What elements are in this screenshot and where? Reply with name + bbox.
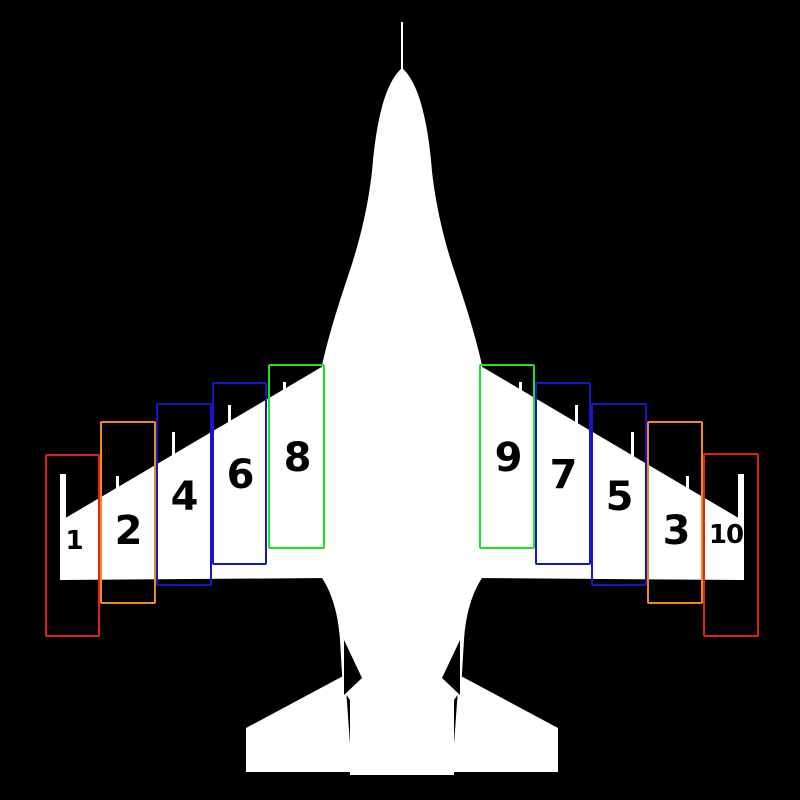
station-3-box[interactable] [647, 421, 703, 604]
fuselage [322, 68, 482, 775]
right-stabilizer [452, 675, 558, 772]
station-1-box[interactable] [45, 454, 100, 637]
right-intake-notch [442, 640, 460, 695]
station-10-box[interactable] [703, 453, 759, 637]
right-wing [474, 365, 744, 580]
station-4-label: 4 [170, 474, 199, 520]
right-wingtip-rail [738, 474, 744, 580]
left-intake-notch [344, 640, 362, 695]
station-7-label: 7 [549, 452, 578, 498]
station-1-label: 1 [65, 526, 83, 556]
left-wing [60, 365, 330, 580]
station-7-box[interactable] [535, 382, 591, 565]
station-8-label: 8 [283, 435, 312, 481]
station-10-label: 10 [708, 520, 744, 550]
station-5-box[interactable] [591, 403, 647, 586]
station-2-box[interactable] [100, 421, 156, 604]
station-9-label: 9 [494, 435, 523, 481]
station-6-box[interactable] [212, 382, 267, 565]
station-2-label: 2 [114, 508, 143, 554]
station-3-label: 3 [662, 508, 691, 554]
station-6-label: 6 [226, 452, 255, 498]
station-4-box[interactable] [156, 403, 212, 586]
left-stabilizer [246, 675, 352, 772]
left-wingtip-rail [60, 474, 66, 580]
pylon-ticks [116, 382, 689, 496]
station-9-box[interactable] [479, 364, 535, 549]
pitot-probe [401, 22, 403, 74]
station-5-label: 5 [605, 474, 634, 520]
station-8-box[interactable] [268, 364, 325, 549]
